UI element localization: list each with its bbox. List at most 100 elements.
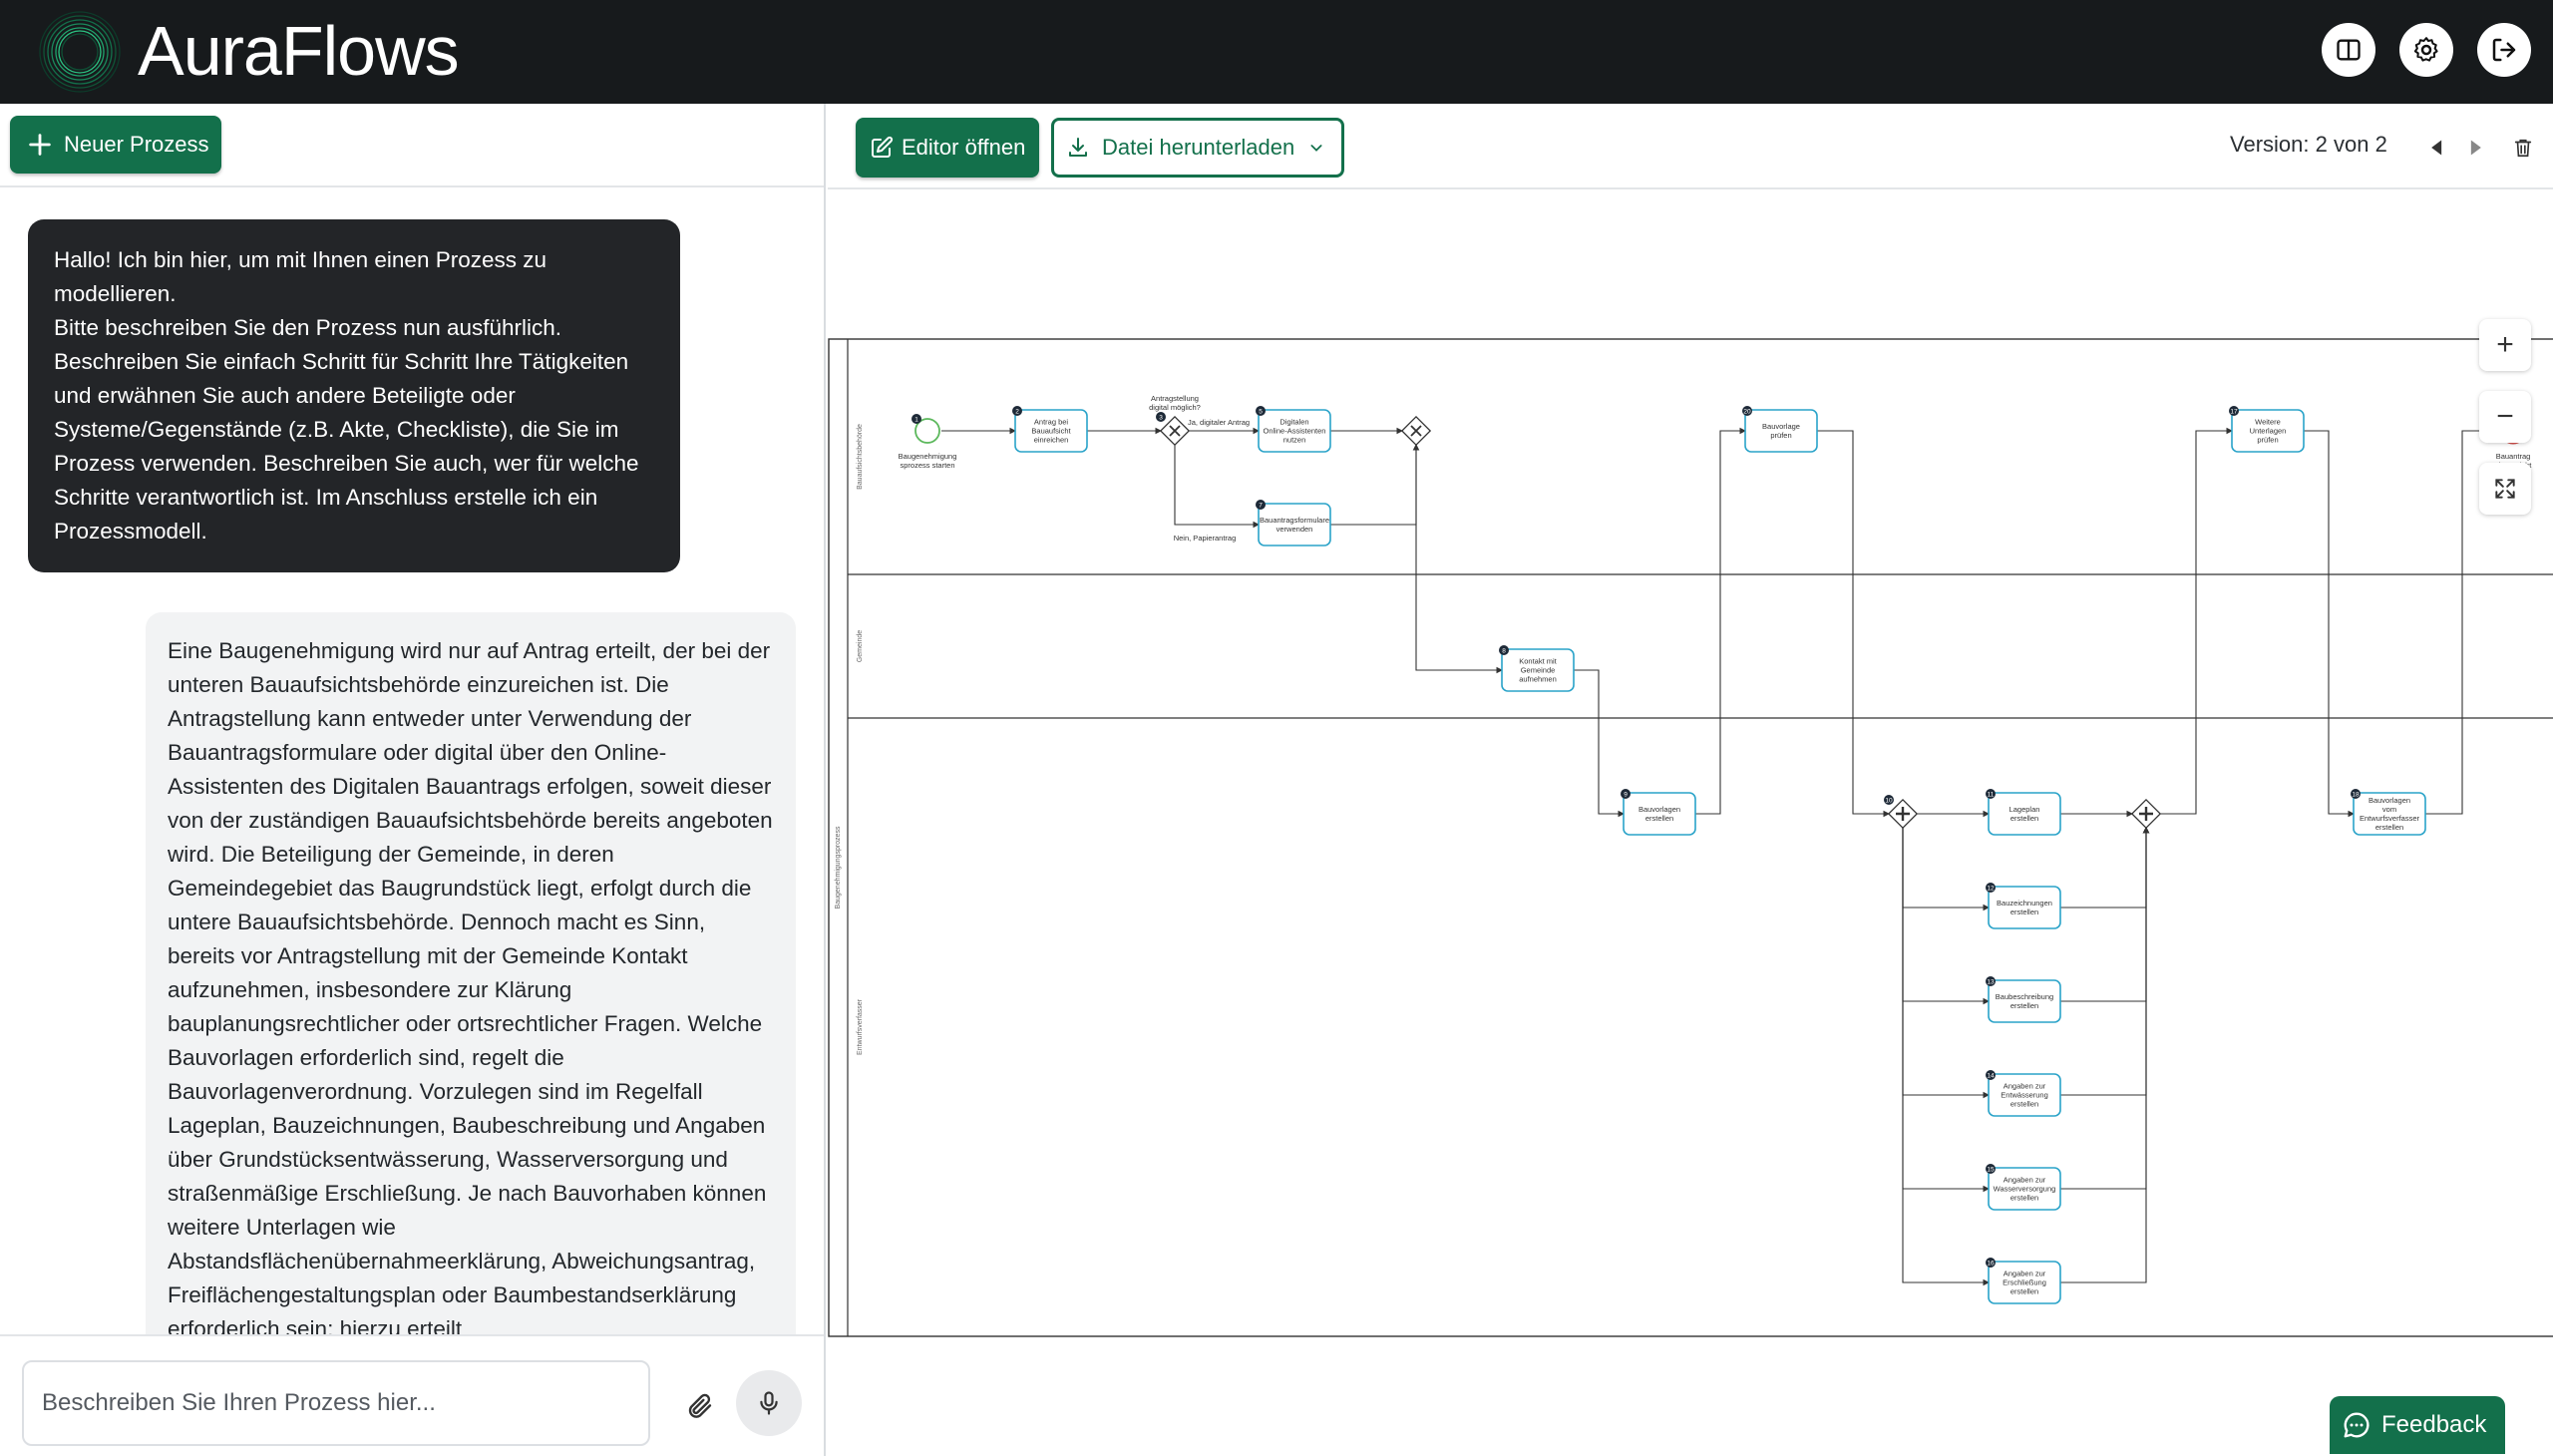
sequence-flow[interactable]	[2060, 826, 2150, 1190]
step-number-badge	[1986, 883, 1996, 893]
sequence-flow[interactable]	[2060, 826, 2150, 1096]
caret-right-icon	[2470, 140, 2481, 156]
version-label: Version:	[2230, 132, 2310, 157]
step-number-badge	[1256, 406, 1266, 416]
diagram-panel: Editor öffnen Datei herunterladen Versio…	[828, 104, 2553, 1456]
diagram-toolbar: Editor öffnen Datei herunterladen Versio…	[828, 104, 2553, 189]
process-description-input[interactable]	[22, 1360, 650, 1446]
caret-left-icon	[2431, 140, 2442, 156]
bpmn-and-pj[interactable]	[2130, 798, 2162, 830]
sequence-flow[interactable]	[1902, 828, 1991, 1005]
step-number: 5	[1259, 409, 1263, 416]
sequence-flow[interactable]	[1902, 828, 1991, 1099]
task-box	[1988, 1167, 2061, 1211]
task-box	[1623, 792, 1696, 836]
chat-toolbar: Neuer Prozess	[0, 104, 824, 187]
feedback-button[interactable]: Feedback	[2330, 1396, 2505, 1454]
lane-label: Entwurfsverfasser	[857, 998, 864, 1055]
sequence-flow[interactable]	[1174, 445, 1261, 529]
download-file-label: Datei herunterladen	[1102, 135, 1295, 160]
open-editor-button[interactable]: Editor öffnen	[856, 118, 1039, 178]
step-number-badge	[1884, 795, 1894, 805]
task-box	[1258, 503, 1331, 546]
sequence-flow[interactable]	[1817, 430, 1891, 818]
settings-button[interactable]	[2399, 23, 2453, 77]
task-box	[2231, 409, 2305, 453]
sequence-flow[interactable]	[2060, 826, 2150, 1283]
bpmn-diagram[interactable]: BaugenehmigungsprozessBauaufsichtsbehörd…	[828, 191, 2553, 1456]
logout-button[interactable]	[2477, 23, 2531, 77]
task-box	[1988, 1073, 2061, 1117]
sequence-flow[interactable]	[1695, 427, 1747, 815]
sequence-flow[interactable]	[2160, 427, 2234, 815]
zoom-out-button[interactable]: −	[2479, 391, 2531, 443]
next-version-button[interactable]	[2461, 134, 2489, 162]
step-number-badge	[1256, 500, 1266, 510]
paperclip-icon	[688, 1393, 712, 1418]
download-file-dropdown[interactable]: Datei herunterladen	[1051, 118, 1344, 178]
previous-version-button[interactable]	[2423, 134, 2451, 162]
step-number: 10	[1885, 798, 1893, 805]
zoom-in-button[interactable]: +	[2479, 319, 2531, 371]
step-number: 3	[1159, 415, 1163, 422]
expand-icon	[2495, 479, 2515, 499]
sequence-flow[interactable]	[1902, 828, 1991, 1193]
flow-label: Nein, Papierantrag	[1174, 534, 1237, 543]
sequence-flow[interactable]	[2304, 430, 2356, 818]
lane-label: Bauaufsichtsbehörde	[857, 424, 864, 490]
user-message: Eine Baugenehmigung wird nur auf Antrag …	[146, 612, 796, 1334]
step-number: 7	[1259, 503, 1263, 510]
task-box	[1501, 648, 1575, 692]
bpmn-xor-gx[interactable]	[1400, 415, 1432, 447]
step-number: 17	[2230, 409, 2238, 416]
step-number-badge	[1012, 406, 1022, 416]
version-separator: von	[2334, 132, 2370, 157]
sequence-flow[interactable]	[1415, 445, 1504, 674]
panel-icon	[2337, 39, 2361, 61]
chat-messages: Hallo! Ich bin hier, um mit Ihnen einen …	[0, 189, 824, 1334]
sidebar-toggle-button[interactable]	[2322, 23, 2375, 77]
step-number-badge	[2229, 406, 2239, 416]
gateway-x-icon	[1169, 425, 1181, 437]
new-process-button[interactable]: Neuer Prozess	[10, 116, 221, 174]
step-number: 13	[1987, 979, 1995, 986]
sequence-flow[interactable]	[1574, 669, 1626, 818]
sequence-flow[interactable]	[1902, 828, 1991, 911]
bpmn-and-p10[interactable]: 10	[1884, 795, 1919, 830]
logout-icon	[2492, 38, 2516, 62]
sequence-flow[interactable]	[2060, 826, 2150, 909]
fit-view-button[interactable]	[2479, 463, 2531, 515]
start-event-circle	[914, 418, 940, 444]
auraflows-logo-icon	[39, 11, 121, 93]
microphone-button[interactable]	[736, 1370, 802, 1436]
open-editor-label: Editor öffnen	[902, 135, 1026, 160]
sequence-flow[interactable]	[2060, 826, 2150, 1002]
delete-version-button[interactable]	[2509, 134, 2537, 162]
sequence-flow[interactable]	[1330, 443, 1420, 526]
attach-button[interactable]	[678, 1384, 722, 1428]
sequence-flow[interactable]	[1902, 828, 1991, 1286]
